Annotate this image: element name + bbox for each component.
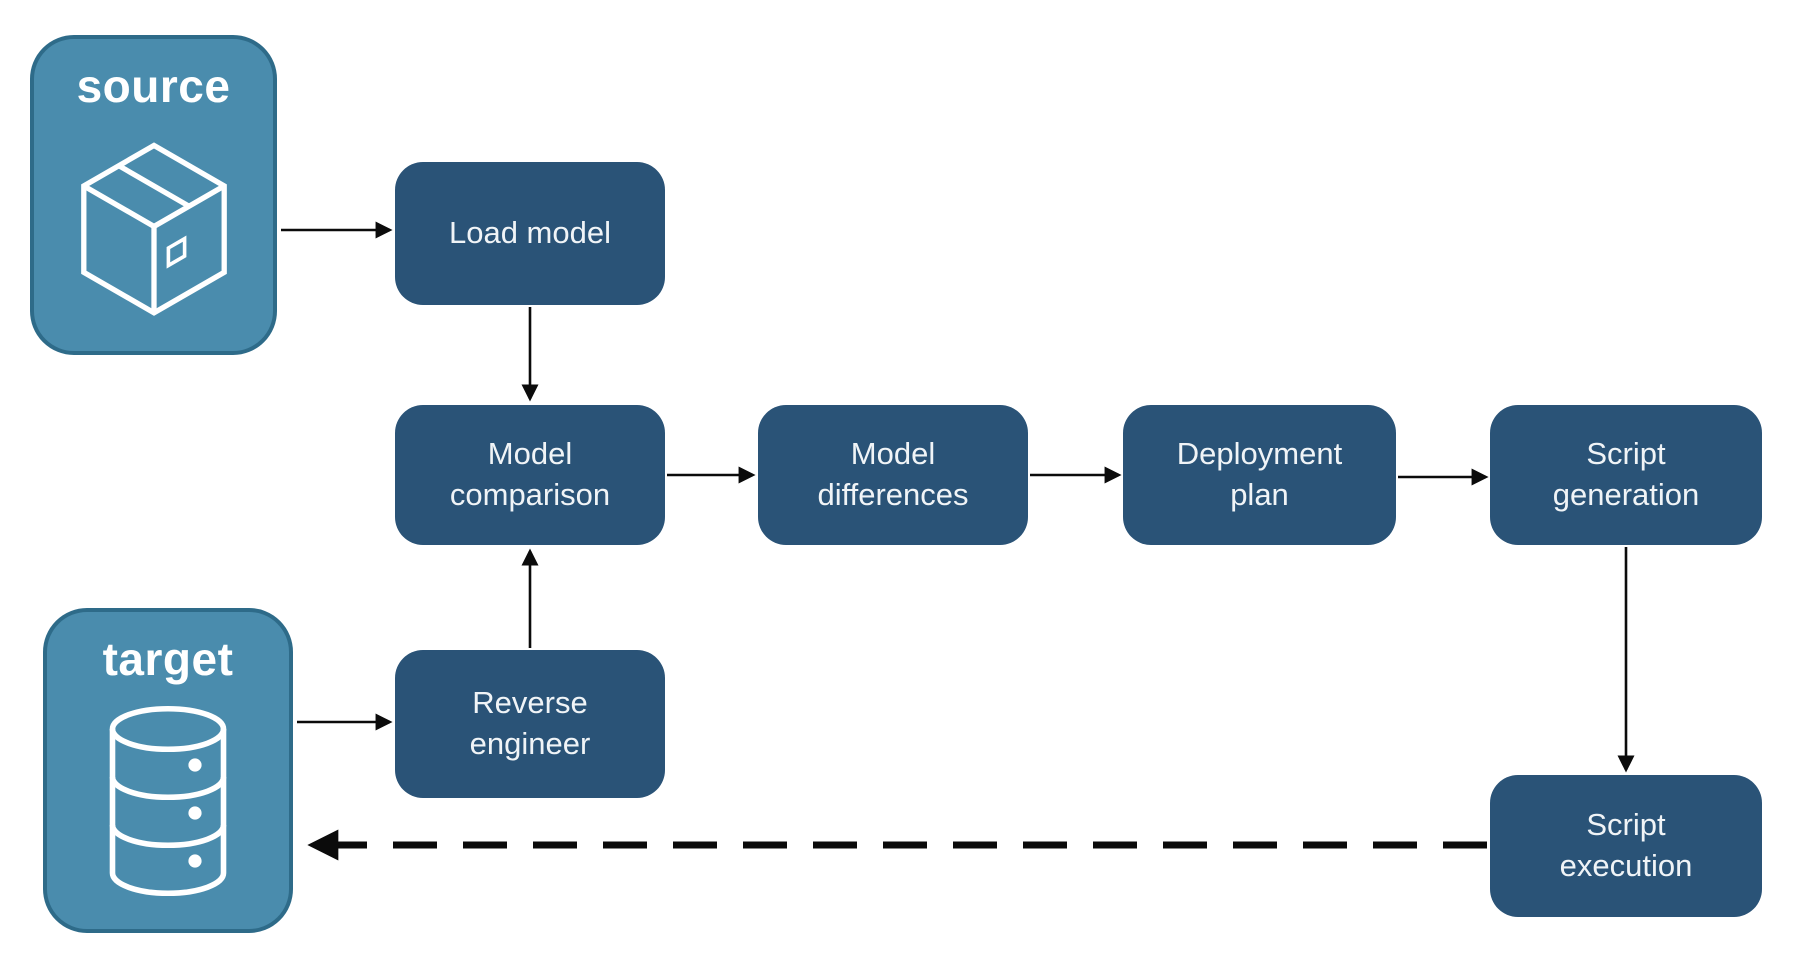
target-label: target (102, 633, 234, 685)
node-script-execution-label: Script execution (1559, 807, 1693, 883)
node-script-execution[interactable]: Script execution (1490, 775, 1762, 917)
node-deployment-plan-label: Deployment plan (1176, 436, 1343, 512)
node-model-comparison[interactable]: Model comparison (395, 405, 665, 545)
node-script-generation-label: Script generation (1552, 436, 1700, 512)
node-reverse-engineer[interactable]: Reverse engineer (395, 650, 665, 798)
node-deployment-plan[interactable]: Deployment plan (1123, 405, 1396, 545)
package-icon (64, 130, 244, 330)
node-script-generation[interactable]: Script generation (1490, 405, 1762, 545)
node-load-model[interactable]: Load model (395, 162, 665, 305)
target-node[interactable]: target (43, 608, 293, 933)
node-model-differences-label: Model differences (817, 436, 969, 512)
node-model-comparison-label: Model comparison (449, 436, 611, 512)
node-reverse-engineer-label: Reverse engineer (469, 685, 591, 761)
database-icon (93, 703, 243, 899)
source-label: source (76, 60, 231, 112)
node-model-differences[interactable]: Model differences (758, 405, 1028, 545)
source-node[interactable]: source (30, 35, 277, 355)
node-load-model-label: Load model (448, 215, 611, 251)
